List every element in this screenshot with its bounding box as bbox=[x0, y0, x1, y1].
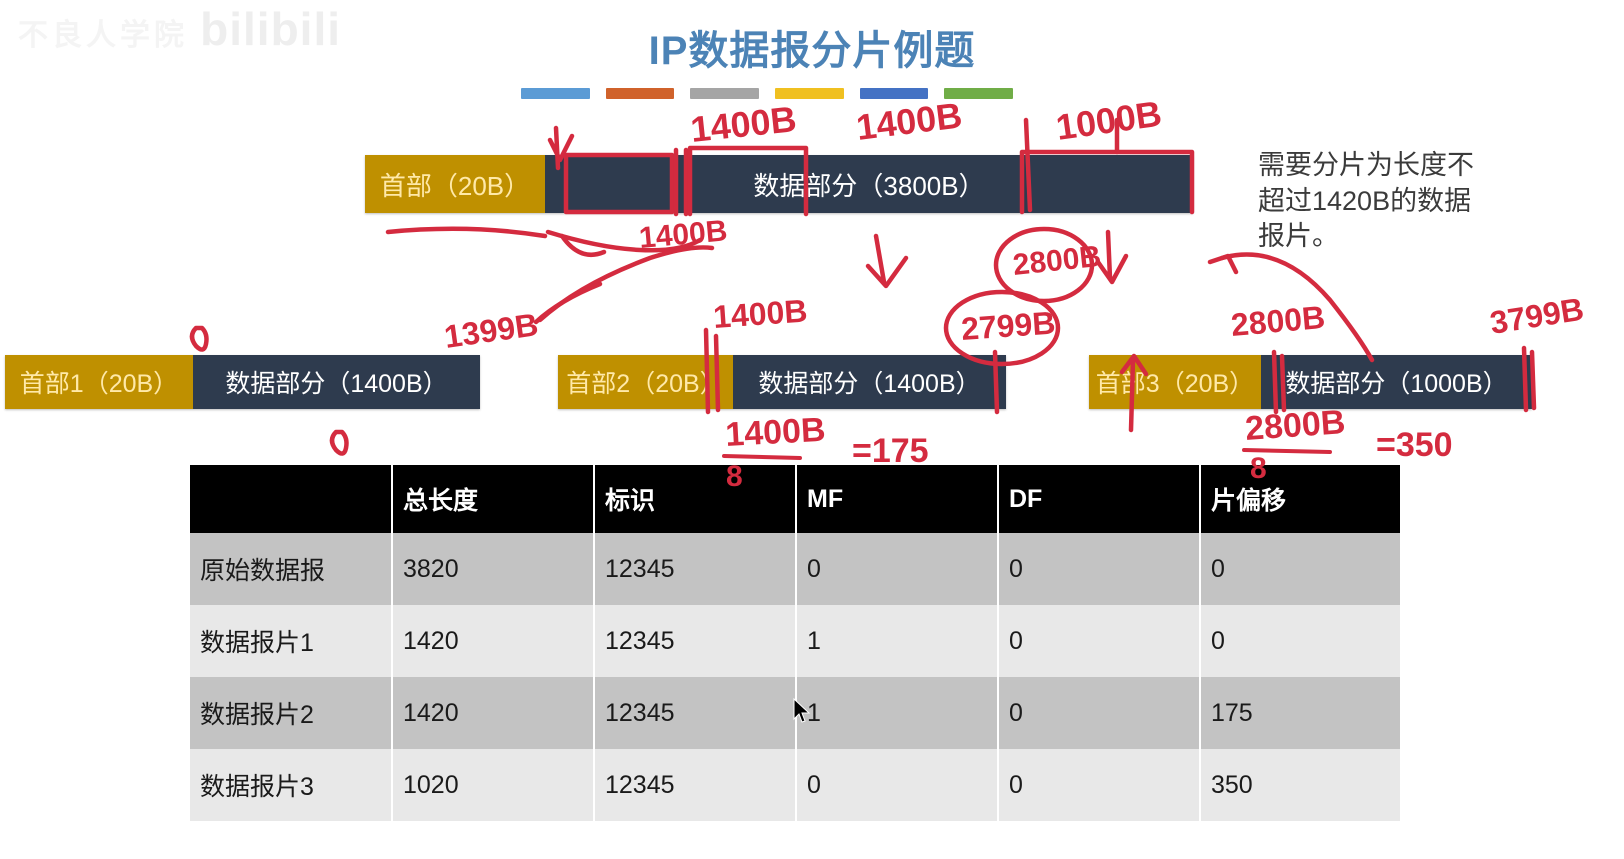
svg-text:2800B: 2800B bbox=[1229, 299, 1326, 343]
table-header-cell-0 bbox=[190, 465, 393, 533]
fragment-2-header-segment: 首部2（20B） bbox=[558, 355, 733, 409]
bilibili-watermark: 不良人学院 bilibili bbox=[18, 6, 341, 52]
table-header-row: 总长度 标识 MF DF 片偏移 bbox=[190, 465, 1400, 533]
svg-text:1400B: 1400B bbox=[712, 292, 809, 334]
fragment-1-bar: 首部1（20B） 数据部分（1400B） bbox=[5, 355, 480, 409]
fragment-fields-table: 总长度 标识 MF DF 片偏移 原始数据报 3820 12345 0 0 0 bbox=[190, 465, 1400, 821]
watermark-brand-text: bilibili bbox=[200, 3, 342, 55]
svg-text:=350: =350 bbox=[1376, 426, 1453, 464]
accent-bar-1 bbox=[521, 88, 590, 99]
original-header-segment: 首部（20B） bbox=[365, 155, 545, 213]
table-cell-identification: 12345 bbox=[594, 605, 797, 677]
table-row: 原始数据报 3820 12345 0 0 0 bbox=[190, 533, 1400, 605]
svg-text:1400B: 1400B bbox=[724, 411, 826, 454]
original-datagram-bar: 首部（20B） 数据部分（3800B） bbox=[365, 155, 1193, 213]
fragment-3-header-segment: 首部3（20B） bbox=[1089, 355, 1261, 409]
accent-bar-group bbox=[521, 88, 1014, 99]
table-row: 数据报片2 1420 12345 1 0 175 bbox=[190, 677, 1400, 749]
table-cell-total-length: 1420 bbox=[392, 677, 595, 749]
table-cell-df: 0 bbox=[998, 677, 1201, 749]
table-cell-df: 0 bbox=[998, 749, 1201, 821]
table-cell-label: 数据报片2 bbox=[190, 677, 393, 749]
table-cell-offset: 350 bbox=[1200, 749, 1400, 821]
table-cell-total-length: 1020 bbox=[392, 749, 595, 821]
table-row: 数据报片1 1420 12345 1 0 0 bbox=[190, 605, 1400, 677]
table-cell-label: 数据报片3 bbox=[190, 749, 393, 821]
fragment-1-header-segment: 首部1（20B） bbox=[5, 355, 193, 409]
svg-text:1000B: 1000B bbox=[1053, 93, 1164, 148]
svg-text:1400B: 1400B bbox=[689, 98, 799, 150]
table-header-cell-identification: 标识 bbox=[594, 465, 797, 533]
fragment-3-data-segment: 数据部分（1000B） bbox=[1261, 355, 1532, 409]
table-cell-mf: 1 bbox=[796, 605, 999, 677]
accent-bar-2 bbox=[605, 88, 675, 99]
svg-text:1400B: 1400B bbox=[854, 94, 964, 148]
mouse-cursor bbox=[793, 698, 811, 723]
table-cell-identification: 12345 bbox=[594, 677, 797, 749]
table-cell-offset: 175 bbox=[1200, 677, 1400, 749]
table-header-cell-df: DF bbox=[998, 465, 1201, 533]
table-header-cell-offset: 片偏移 bbox=[1200, 465, 1400, 533]
table-cell-offset: 0 bbox=[1200, 533, 1400, 605]
table-header-cell-total-length: 总长度 bbox=[392, 465, 595, 533]
slide-title: IP数据报分片例题 bbox=[648, 29, 976, 73]
svg-text:3799B: 3799B bbox=[1487, 291, 1586, 341]
table-header-cell-mf: MF bbox=[796, 465, 999, 533]
fragment-2-bar: 首部2（20B） 数据部分（1400B） bbox=[558, 355, 1006, 409]
accent-bar-3 bbox=[690, 88, 760, 99]
svg-text:2799B: 2799B bbox=[960, 304, 1057, 346]
table-cell-df: 0 bbox=[998, 533, 1201, 605]
table-cell-total-length: 1420 bbox=[392, 605, 595, 677]
table-cell-df: 0 bbox=[998, 605, 1201, 677]
svg-text:1400B: 1400B bbox=[638, 214, 729, 255]
accent-bar-5 bbox=[859, 88, 929, 99]
table-cell-label: 数据报片1 bbox=[190, 605, 393, 677]
watermark-channel-text: 不良人学院 bbox=[18, 19, 188, 52]
fragment-1-data-segment: 数据部分（1400B） bbox=[193, 355, 480, 409]
table-cell-mf: 1 bbox=[796, 677, 999, 749]
table-row: 数据报片3 1020 12345 0 0 350 bbox=[190, 749, 1400, 821]
fragmentation-requirement-note: 需要分片为长度不超过1420B的数据报片。 bbox=[1258, 150, 1474, 252]
accent-bar-6 bbox=[944, 88, 1014, 99]
accent-bar-4 bbox=[775, 88, 844, 99]
table: 总长度 标识 MF DF 片偏移 原始数据报 3820 12345 0 0 0 bbox=[190, 465, 1400, 821]
table-cell-offset: 0 bbox=[1200, 605, 1400, 677]
original-data-segment: 数据部分（3800B） bbox=[545, 155, 1193, 213]
table-cell-mf: 0 bbox=[796, 749, 999, 821]
svg-text:2800B: 2800B bbox=[1011, 240, 1102, 282]
fragment-2-data-segment: 数据部分（1400B） bbox=[733, 355, 1006, 409]
table-cell-mf: 0 bbox=[796, 533, 999, 605]
table-cell-identification: 12345 bbox=[594, 533, 797, 605]
table-cell-total-length: 3820 bbox=[392, 533, 595, 605]
table-cell-identification: 12345 bbox=[594, 749, 797, 821]
svg-text:2800B: 2800B bbox=[1244, 403, 1347, 448]
svg-text:1399B: 1399B bbox=[442, 306, 540, 355]
table-cell-label: 原始数据报 bbox=[190, 533, 393, 605]
fragment-3-bar: 首部3（20B） 数据部分（1000B） bbox=[1089, 355, 1532, 409]
